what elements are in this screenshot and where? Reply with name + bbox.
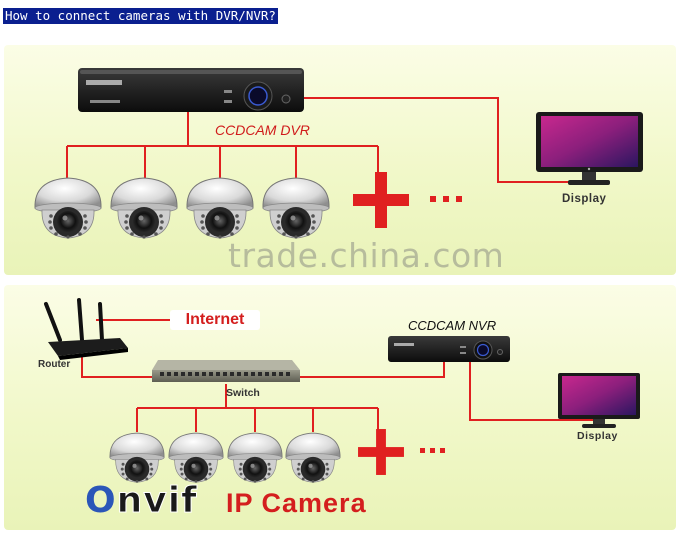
- dome-camera-icon: [227, 432, 283, 484]
- display-label: Display: [577, 430, 618, 442]
- nvr-connection-lines: [81, 319, 600, 432]
- display-monitor-icon: [536, 112, 643, 185]
- router-label: Router: [38, 359, 71, 370]
- ellipsis-icon: [430, 196, 462, 202]
- dvr-cameras: [34, 177, 330, 240]
- dome-camera-icon: [285, 432, 341, 484]
- internet-label: Internet: [170, 310, 260, 330]
- plus-icon: [358, 429, 404, 475]
- dome-camera-icon: [34, 177, 102, 240]
- switch-label: Switch: [226, 387, 260, 399]
- network-switch-icon: [152, 360, 300, 382]
- dome-camera-icon: [109, 432, 165, 484]
- router-icon: [44, 298, 128, 360]
- onvif-brand: Onvif: [85, 480, 198, 522]
- dome-camera-icon: [110, 177, 178, 240]
- display-label: Display: [562, 193, 607, 205]
- page-title: How to connect cameras with DVR/NVR?: [3, 8, 278, 24]
- display-monitor-icon: [558, 373, 640, 428]
- dome-camera-icon: [168, 432, 224, 484]
- nvr-label: CCDCAM NVR: [408, 318, 497, 333]
- nvr-recorder: [388, 336, 510, 362]
- nvr-cameras: [109, 432, 341, 484]
- dome-camera-icon: [186, 177, 254, 240]
- plus-icon: [353, 172, 409, 228]
- product-label: IP Camera: [226, 488, 367, 518]
- ellipsis-icon: [420, 448, 445, 453]
- onvif-brand-first-letter: O: [85, 480, 117, 521]
- dvr-label: CCDCAM DVR: [215, 122, 310, 138]
- onvif-brand-rest: nvif: [116, 480, 198, 522]
- dvr-recorder: [78, 68, 304, 112]
- watermark: trade.china.com: [228, 236, 505, 275]
- dome-camera-icon: [262, 177, 330, 240]
